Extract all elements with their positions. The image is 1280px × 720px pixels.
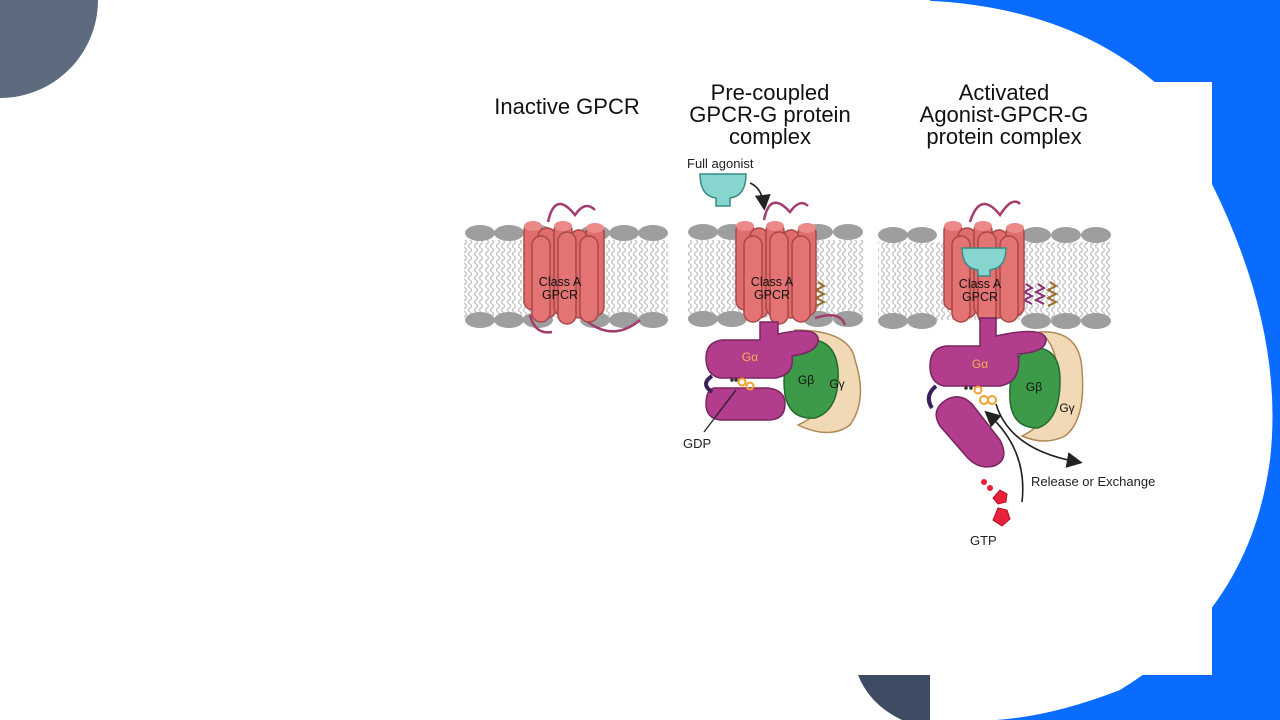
receptor-label-precoupled-line1: Class A (751, 275, 794, 289)
slate-corner-circle (0, 0, 98, 98)
g-gamma-label-precoupled: Gγ (829, 377, 844, 391)
panel-title-inactive: Inactive GPCR (494, 94, 640, 119)
blue-accent-shape (900, 0, 1280, 720)
full-agonist-label: Full agonist (687, 156, 754, 171)
receptor-label-activated-line1: Class A (959, 277, 1002, 291)
receptor-precoupled (735, 220, 817, 325)
release-or-exchange-label: Release or Exchange (1031, 474, 1156, 489)
gdp-pointer (703, 389, 737, 433)
receptor-label-inactive-line2: GPCR (542, 288, 578, 302)
gdp-molecule-precoupled (730, 377, 755, 391)
g-protein-precoupled (704, 321, 862, 434)
g-gamma-label-activated: Gγ (1059, 401, 1074, 415)
full-agonist-shape (699, 173, 747, 207)
panel-title-precoupled: Pre-coupled GPCR-G protein complex (689, 80, 851, 149)
receptor-label-inactive-line1: Class A (539, 275, 582, 289)
panel-title-activated: Activated Agonist-GPCR-G protein complex (919, 80, 1089, 149)
g-alpha-label-activated: Gα (972, 357, 988, 371)
g-alpha-label-precoupled: Gα (742, 350, 758, 364)
receptor-label-activated-line2: GPCR (962, 290, 998, 304)
gdp-molecule-activated (964, 385, 997, 405)
gtp-molecule (981, 479, 1011, 527)
g-beta-label-activated: Gβ (1026, 380, 1042, 394)
g-beta-label-precoupled: Gβ (798, 373, 814, 387)
receptor-label-precoupled-line2: GPCR (754, 288, 790, 302)
receptor-inactive (523, 220, 605, 325)
gtp-label: GTP (970, 533, 997, 548)
g-protein-activated (926, 317, 1084, 468)
bound-agonist (961, 247, 1007, 277)
navy-bottom-shape (858, 675, 930, 720)
release-arrow (995, 403, 1083, 468)
gdp-label: GDP (683, 436, 712, 451)
agonist-binding-arrow (749, 182, 771, 211)
gtp-exchange-arrow (984, 410, 1024, 503)
